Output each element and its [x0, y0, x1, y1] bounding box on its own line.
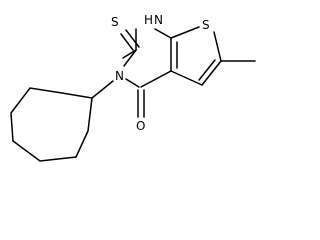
- bond-s1-c6: [213, 31, 222, 62]
- bonds: [10, 26, 256, 162]
- ring-nh-label: N: [154, 13, 163, 27]
- bond-c5-c4a: [170, 70, 203, 86]
- bond-n1-c2: [122, 49, 137, 59]
- bond-c6-c5-double: [198, 59, 216, 81]
- thione-sulfur-label: S: [111, 15, 119, 29]
- bond-c2-s-double-a: [120, 33, 134, 51]
- substituted-nitrogen-label: N: [115, 69, 124, 83]
- bond-c4-c4a: [140, 70, 172, 88]
- bond-c2-n3: [123, 49, 137, 67]
- bond-c7a-n1: [154, 28, 172, 39]
- chemical-structure: S N H S N O: [10, 13, 256, 162]
- bond-c6-c5: [201, 60, 222, 86]
- atom-labels: S N H S N O: [111, 13, 210, 133]
- ring-nh-hydrogen-label: H: [144, 13, 153, 27]
- cycloheptane-ring: [10, 87, 93, 162]
- carbonyl-oxygen-label: O: [136, 119, 145, 133]
- bond-c7a-s1: [170, 26, 200, 39]
- bond-n3-c4: [125, 78, 140, 88]
- bond-c2-s-double-b: [125, 29, 140, 48]
- thiophene-sulfur-label: S: [202, 18, 210, 32]
- bond-n3-cycloheptyl: [91, 80, 114, 99]
